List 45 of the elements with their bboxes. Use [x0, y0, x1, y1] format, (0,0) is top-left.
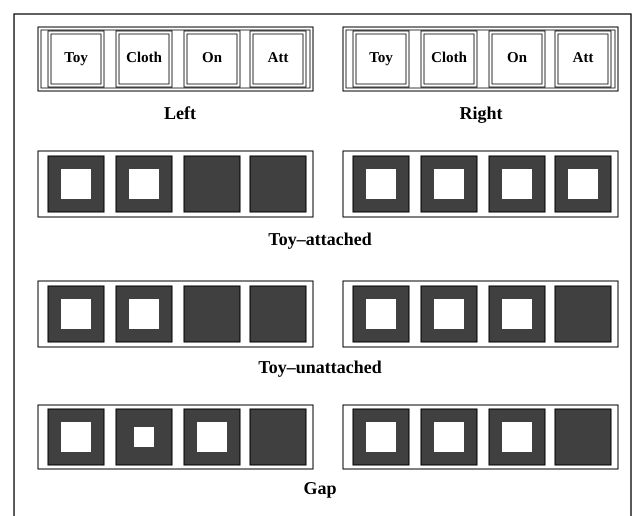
- labeled-square: Att: [250, 30, 306, 88]
- filled-square: [116, 408, 172, 466]
- filled-square: [554, 408, 612, 466]
- filled-square: [184, 408, 240, 466]
- cell-strip: [342, 150, 618, 218]
- filled-square: [554, 285, 612, 342]
- row-label: Toy–attached: [268, 232, 372, 249]
- cell-strip: [38, 280, 314, 348]
- filled-square: [352, 285, 410, 342]
- labeled-square: Toy: [352, 30, 410, 88]
- filled-square: [250, 285, 306, 342]
- filled-square: [488, 408, 546, 466]
- cell-strip: [38, 26, 314, 92]
- filled-square: [554, 156, 612, 212]
- labeled-square: On: [184, 30, 240, 88]
- row-label: Left: [164, 106, 196, 120]
- cell-strip: [38, 150, 314, 218]
- labeled-square: Cloth: [420, 30, 478, 88]
- cell-strip: [342, 280, 618, 348]
- row-label: Right: [460, 106, 502, 123]
- filled-square: [184, 285, 240, 342]
- labeled-square: Toy: [48, 30, 104, 88]
- cell-strip: [342, 404, 618, 470]
- filled-square: [352, 408, 410, 466]
- labeled-square: Cloth: [116, 30, 172, 88]
- filled-square: [48, 408, 104, 466]
- filled-square: [488, 156, 546, 212]
- labeled-square: Att: [554, 30, 612, 88]
- filled-square: [184, 156, 240, 212]
- labeled-square: On: [488, 30, 546, 88]
- filled-square: [352, 156, 410, 212]
- cell-strip: [38, 404, 314, 470]
- filled-square: [420, 156, 478, 212]
- filled-square: [250, 408, 306, 466]
- row-label: Toy–unattached: [258, 360, 382, 377]
- filled-square: [48, 285, 104, 342]
- filled-square: [420, 285, 478, 342]
- filled-square: [116, 285, 172, 342]
- filled-square: [420, 408, 478, 466]
- filled-square: [116, 156, 172, 212]
- filled-square: [48, 156, 104, 212]
- filled-square: [488, 285, 546, 342]
- row-label: Gap: [304, 482, 336, 498]
- cell-strip: [342, 26, 618, 92]
- filled-square: [250, 156, 306, 212]
